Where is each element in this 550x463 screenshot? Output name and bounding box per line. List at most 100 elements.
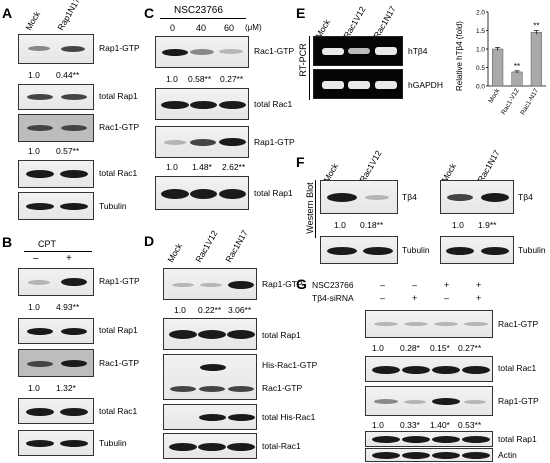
quant: 1.48*: [192, 162, 212, 172]
sign: –: [380, 280, 386, 290]
row-label: His-Rac1-GTP: [262, 360, 318, 370]
blot-G-total-rap1: [365, 431, 493, 447]
quant: 0.57**: [56, 146, 80, 156]
col-label: Rac1N17: [475, 148, 502, 184]
treatment-label: CPT: [38, 239, 56, 249]
quant: 4.93**: [56, 302, 80, 312]
blot-A-total-rac1: [18, 160, 94, 188]
quant: 3.06**: [228, 305, 252, 315]
col-label: Rac1V12: [341, 4, 368, 40]
blot-D-rap1-gtp: [163, 268, 257, 300]
row-label: Rap1-GTP: [254, 137, 295, 147]
dose: 60: [224, 23, 235, 33]
sign: –: [412, 280, 418, 290]
blot-F-tubulin-right: [440, 236, 514, 264]
quant: 0.44**: [56, 70, 80, 80]
row-label: hGAPDH: [408, 80, 443, 90]
blot-G-total-rac1: [365, 356, 493, 382]
quant: 1.0: [372, 420, 384, 430]
dose: 0: [170, 23, 176, 33]
x-tick-label: Rac1-N17: [519, 87, 540, 116]
blot-C-rac1-gtp: [155, 36, 249, 68]
row-label: Tβ4: [402, 192, 417, 202]
dose: 40: [196, 23, 207, 33]
col-label: Mock: [23, 9, 43, 32]
quant: 0.53**: [458, 420, 482, 430]
quant: 1.0: [166, 74, 178, 84]
sign: –: [33, 253, 39, 264]
sign: +: [66, 253, 72, 264]
quant: 1.0: [28, 70, 40, 80]
row-label: total Rac1: [99, 168, 138, 178]
row-label: hTβ4: [408, 46, 428, 56]
col-label: Rap1N17: [55, 0, 82, 33]
chart-ylabel: Relative hTβ4 (fold): [455, 21, 464, 91]
western-blot-label: Western Blot: [305, 182, 315, 234]
y-tick-label: 0.5: [476, 65, 485, 72]
bar: [492, 48, 504, 87]
quant: 1.9**: [478, 220, 497, 230]
panel-D-label: D: [144, 233, 155, 249]
sign: +: [476, 280, 482, 290]
quant: 1.0: [28, 383, 40, 393]
row-label: Rac1-GTP: [99, 358, 140, 368]
quant: 0.22**: [198, 305, 222, 315]
y-tick-label: 1.0: [476, 47, 485, 54]
row-label: Rac1-GTP: [498, 319, 539, 329]
row-label: total Rap1: [498, 434, 537, 444]
quant: 1.32*: [56, 383, 76, 393]
gel-E-hgapdh: [313, 69, 403, 99]
row-label: Rap1-GTP: [262, 279, 303, 289]
x-tick-label: Rac1-V12: [500, 87, 521, 116]
row-label: total Rap1: [99, 91, 138, 101]
row-label: Tubulin: [402, 245, 430, 255]
quant: 1.0: [372, 343, 384, 353]
blot-D-total-rap1: [163, 318, 257, 350]
blot-F-tb4-left: [320, 180, 398, 214]
sign: +: [444, 280, 450, 290]
blot-F-tb4-right: [440, 180, 514, 214]
quant: 1.0: [334, 220, 346, 230]
row-label: Rap1-GTP: [99, 43, 140, 53]
quant: 1.0: [28, 146, 40, 156]
quant: 0.58**: [188, 74, 212, 84]
panel-F-label: F: [296, 154, 305, 170]
sign: –: [380, 293, 386, 303]
quant: 0.27**: [458, 343, 482, 353]
blot-C-total-rac1: [155, 88, 249, 120]
row-label: Tubulin: [99, 438, 127, 448]
row-label: total Rap1: [254, 188, 293, 198]
bar: [530, 32, 542, 87]
x-tick-label: Mock: [488, 87, 502, 105]
blot-A-rac1-gtp: [18, 114, 94, 142]
western-bracket: [315, 180, 316, 238]
blot-B-tubulin: [18, 430, 94, 456]
row-label: total Rac1: [498, 363, 537, 373]
quant: 0.15*: [430, 343, 450, 353]
quant: 2.62**: [222, 162, 246, 172]
row-label: Actin: [498, 450, 517, 460]
row-label: Rac1-GTP: [262, 383, 303, 393]
blot-F-tubulin-left: [320, 236, 398, 264]
y-tick-label: 1.5: [476, 28, 485, 35]
quant: 0.27**: [220, 74, 244, 84]
panel-A-label: A: [2, 5, 13, 21]
bar: [511, 71, 523, 87]
row-label: total-Rac1: [262, 441, 301, 451]
quant: 1.0: [452, 220, 464, 230]
blot-B-total-rac1: [18, 398, 94, 424]
row-label: Rac1-GTP: [99, 122, 140, 132]
row-label: total Rac1: [99, 406, 138, 416]
blot-C-total-rap1: [155, 176, 249, 210]
drug-label: NSC23766: [174, 5, 223, 16]
row-label: total Rap1: [99, 325, 138, 335]
quant: 0.33*: [400, 420, 420, 430]
row-label: Rac1-GTP: [254, 46, 295, 56]
quant: 1.0: [28, 302, 40, 312]
row-label: total Rap1: [262, 330, 301, 340]
drug-line: [160, 18, 246, 19]
quant: 1.0: [166, 162, 178, 172]
bar-chart-E: Relative hTβ4 (fold) 0.00.51.01.52.0 ***…: [455, 10, 546, 116]
gel-E-htb4: [313, 36, 403, 66]
sign: +: [476, 293, 482, 303]
